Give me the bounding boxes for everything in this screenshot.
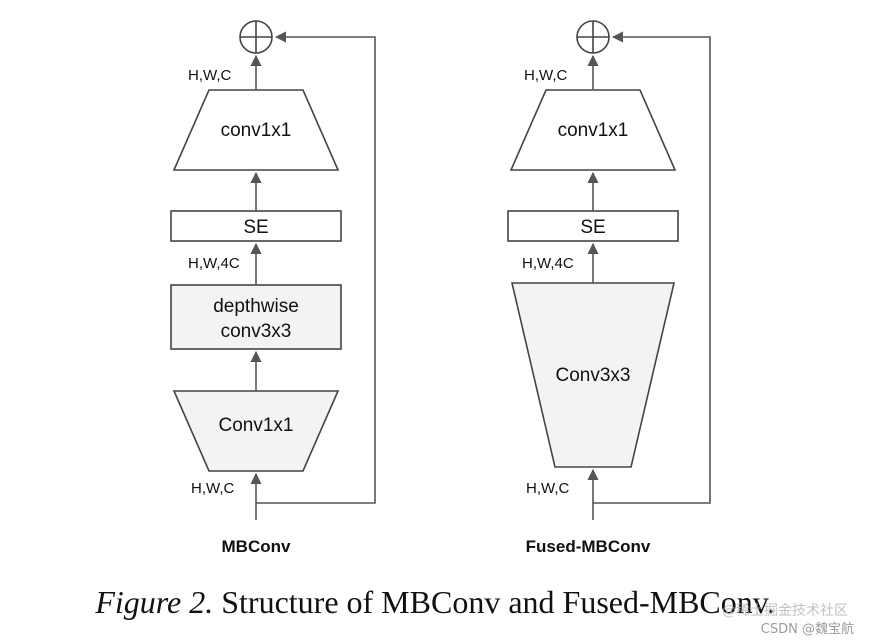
mbconv-input-dim-label: H,W,C — [191, 480, 234, 497]
fused-mbconv-output-dim-label: H,W,C — [524, 67, 567, 84]
figure-number: Figure 2. — [95, 584, 214, 620]
mbconv-project-conv-label: conv1x1 — [221, 120, 292, 141]
figure-caption-text: Structure of MBConv and Fused-MBConv. — [221, 584, 775, 620]
fused-mbconv-project-conv-label: conv1x1 — [558, 120, 629, 141]
mbconv-project-conv-block — [172, 89, 340, 171]
watermark-juejin: @稀土掘金技术社区 — [722, 603, 848, 619]
fused-mbconv-add-node — [576, 20, 610, 54]
fused-mbconv-mid-dim-label: H,W,4C — [522, 255, 574, 272]
fused-mbconv-conv3x3-block — [510, 282, 676, 468]
fused-mbconv-conv3x3-label: Conv3x3 — [556, 365, 631, 386]
mbconv-title: MBConv — [222, 537, 291, 556]
mbconv-output-dim-label: H,W,C — [188, 67, 231, 84]
fused-mbconv-diagram: conv1x1 SE Conv3x3 H,W,C H,W,4C H,W,C Fu… — [507, 20, 711, 556]
fused-mbconv-title: Fused-MBConv — [526, 537, 651, 556]
fused-mbconv-input-dim-label: H,W,C — [526, 480, 569, 497]
mbconv-se-block — [170, 210, 342, 242]
mbconv-expand-conv-label: Conv1x1 — [219, 415, 294, 436]
mbconv-se-label: SE — [243, 217, 268, 238]
watermark-csdn: CSDN @魏宝航 — [760, 622, 854, 637]
mbconv-diagram: conv1x1 SE depthwise conv3x3 Conv1x1 H,W… — [170, 20, 376, 556]
mbconv-add-node — [239, 20, 273, 54]
fused-mbconv-se-label: SE — [580, 217, 605, 238]
mbconv-depthwise-label-line1: depthwise — [213, 296, 299, 317]
mbconv-expand-conv-block — [172, 390, 340, 472]
mbconv-depthwise-label-line2: conv3x3 — [221, 321, 292, 342]
fused-mbconv-skip-connection — [593, 31, 711, 504]
figure-caption: Figure 2. Structure of MBConv and Fused-… — [0, 584, 870, 621]
fused-mbconv-project-conv-block — [509, 89, 677, 171]
mbconv-mid-dim-label: H,W,4C — [188, 255, 240, 272]
mbconv-depthwise-block — [170, 284, 342, 350]
mbconv-skip-connection — [256, 31, 376, 504]
